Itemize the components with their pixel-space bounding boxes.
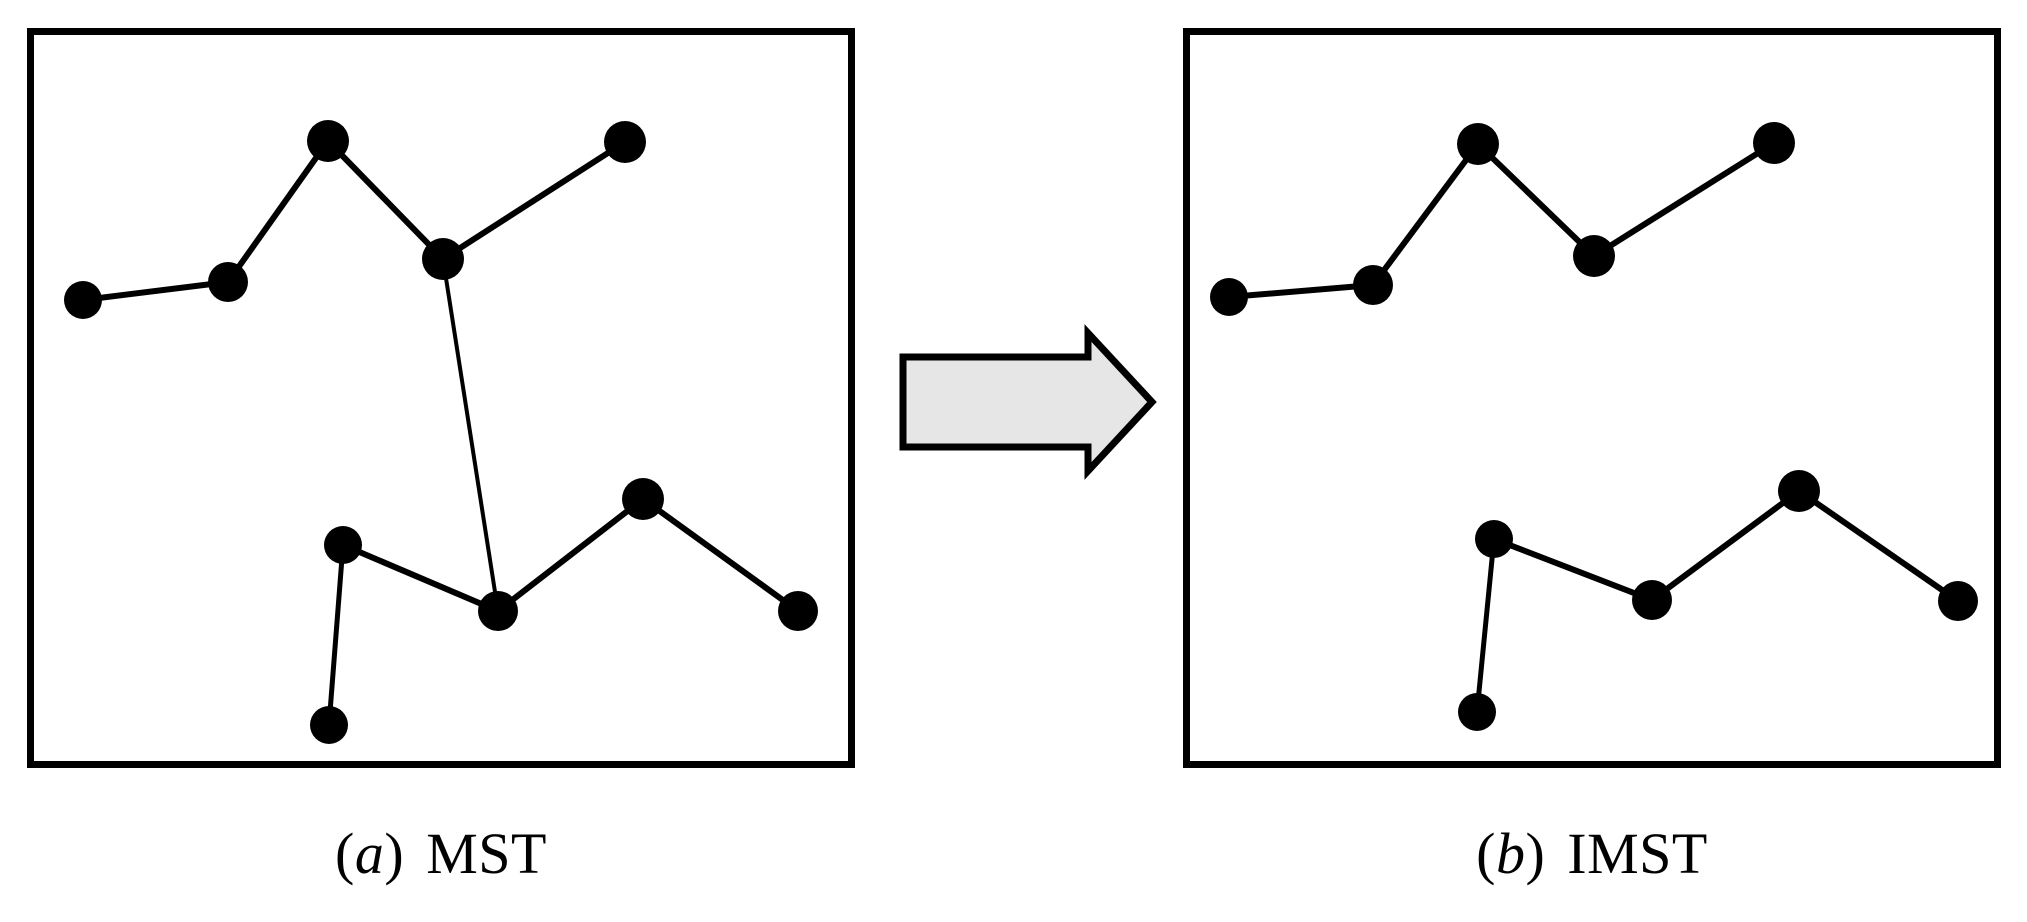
node-a1 — [64, 281, 102, 319]
node-b2 — [1353, 265, 1393, 305]
edge-a4-a5 — [441, 139, 627, 262]
node-b5 — [1753, 122, 1795, 164]
edge-a1-a2 — [82, 279, 229, 303]
node-a3 — [307, 120, 349, 162]
node-b1 — [1210, 278, 1248, 316]
caption-a-paren-open: ( — [335, 821, 355, 886]
edge-a6-a8 — [341, 542, 500, 614]
node-a2 — [208, 262, 248, 302]
node-a8 — [478, 591, 518, 631]
edge-a2-a3 — [225, 139, 331, 284]
edge-b4-b5 — [1592, 140, 1776, 259]
caption-b-label: IMST — [1567, 821, 1708, 886]
node-b3 — [1457, 123, 1499, 165]
caption-a-paren-close: ) — [384, 821, 405, 886]
panel-a — [27, 28, 855, 768]
caption-b-paren-close: ) — [1525, 821, 1546, 886]
edge-b3-b4 — [1475, 141, 1597, 259]
node-a7 — [310, 706, 348, 744]
node-b8 — [1632, 580, 1672, 620]
edge-a4-a8 — [441, 258, 500, 612]
edge-a3-a4 — [325, 138, 446, 262]
node-a4 — [422, 238, 464, 280]
node-a9 — [622, 478, 664, 520]
edge-a8-a9 — [496, 496, 645, 614]
node-b9 — [1778, 470, 1820, 512]
panel-b-frame — [1183, 28, 2001, 768]
panel-b-caption: (b) IMST — [1292, 820, 1892, 887]
panels-layer — [27, 28, 2001, 768]
caption-a-label: MST — [426, 821, 547, 886]
edge-b9-b10 — [1797, 488, 1960, 604]
panel-b — [1183, 28, 2001, 768]
edge-a6-a7 — [326, 544, 346, 726]
panel-a-caption: (a) MST — [141, 820, 741, 887]
edge-b8-b9 — [1650, 488, 1801, 603]
node-a10 — [778, 591, 818, 631]
node-b10 — [1938, 581, 1978, 621]
edge-b6-b7 — [1474, 538, 1497, 713]
node-a5 — [604, 121, 646, 163]
caption-b-paren-open: ( — [1476, 821, 1496, 886]
edge-b1-b2 — [1228, 282, 1374, 300]
caption-a-letter: a — [354, 821, 385, 886]
node-b7 — [1458, 693, 1496, 731]
node-b4 — [1573, 235, 1615, 277]
panel-a-frame — [27, 28, 855, 768]
edge-b2-b3 — [1370, 142, 1481, 287]
edge-a9-a10 — [641, 496, 800, 614]
transform-arrow-icon — [899, 324, 1157, 480]
caption-b-letter: b — [1495, 821, 1526, 886]
node-b6 — [1475, 520, 1513, 558]
node-a6 — [324, 526, 362, 564]
edge-b6-b8 — [1492, 536, 1654, 603]
